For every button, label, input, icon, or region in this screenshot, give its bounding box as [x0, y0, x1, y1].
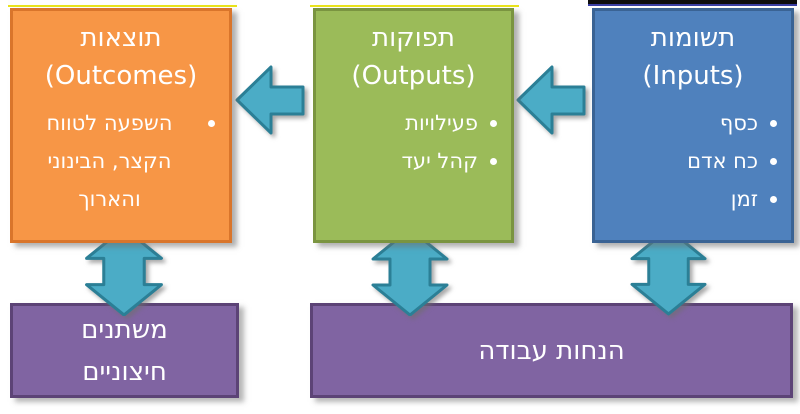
bullet-label: כח אדם	[687, 149, 758, 173]
inputs-title-en: (Inputs)	[642, 61, 744, 91]
bullet-label: פעילויות	[405, 111, 478, 135]
outputs-bullet-list: פעילויות קהל יעד	[316, 104, 511, 180]
bullet-label: השפעה לטווח הקצר, הבינוני והארוך	[46, 111, 173, 211]
bullet-icon	[770, 120, 777, 127]
list-item: כח אדם	[605, 142, 777, 180]
list-item: פעילויות	[350, 104, 497, 142]
slide-edge-strip-outcomes	[8, 0, 237, 7]
list-item: זמן	[605, 180, 777, 218]
block-arrow-left-inputs-to-outputs-icon	[516, 65, 586, 135]
slide-edge-strip-inputs	[588, 0, 797, 6]
work-assumptions-label: הנחות עבודה	[478, 335, 625, 366]
bullet-icon	[490, 158, 497, 165]
outcomes-title-he: תוצאות	[80, 23, 162, 53]
external-variables-label-line1: משתנים	[81, 314, 168, 345]
outputs-title-he: תפוקות	[371, 23, 456, 53]
block-arrow-left-outputs-to-outcomes-icon	[235, 65, 305, 135]
inputs-title-he: תשומות	[650, 23, 736, 53]
bullet-label: קהל יעד	[401, 149, 478, 173]
bullet-label: זמן	[730, 187, 758, 211]
bullet-icon	[490, 120, 497, 127]
block-arrow-updown-inputs-assumptions-icon	[630, 227, 707, 316]
external-variables-box: משתנים חיצוניים	[10, 303, 239, 398]
work-assumptions-box: הנחות עבודה	[310, 303, 793, 398]
list-item: קהל יעד	[350, 142, 497, 180]
bullet-icon	[770, 196, 777, 203]
outcomes-bullet-list: השפעה לטווח הקצר, הבינוני והארוך	[13, 104, 229, 218]
list-item: כסף	[605, 104, 777, 142]
outcomes-title-en: (Outcomes)	[44, 61, 198, 91]
bullet-label: כסף	[719, 111, 758, 135]
outputs-title-en: (Outputs)	[351, 61, 476, 91]
external-variables-label-line2: חיצוניים	[82, 356, 167, 387]
block-arrow-updown-outputs-assumptions-icon	[371, 228, 449, 316]
outputs-box: תפוקות (Outputs) פעילויות קהל יעד	[313, 8, 514, 243]
outcomes-box: תוצאות (Outcomes) השפעה לטווח הקצר, הבינ…	[10, 8, 232, 243]
list-item: השפעה לטווח הקצר, הבינוני והארוך	[23, 104, 215, 218]
bullet-icon	[208, 120, 215, 127]
slide-edge-strip-outputs	[310, 0, 519, 7]
block-arrow-updown-outcomes-external-icon	[85, 227, 163, 316]
inputs-bullet-list: כסף כח אדם זמן	[595, 104, 791, 218]
bullet-icon	[770, 158, 777, 165]
inputs-box: תשומות (Inputs) כסף כח אדם זמן	[592, 8, 794, 243]
